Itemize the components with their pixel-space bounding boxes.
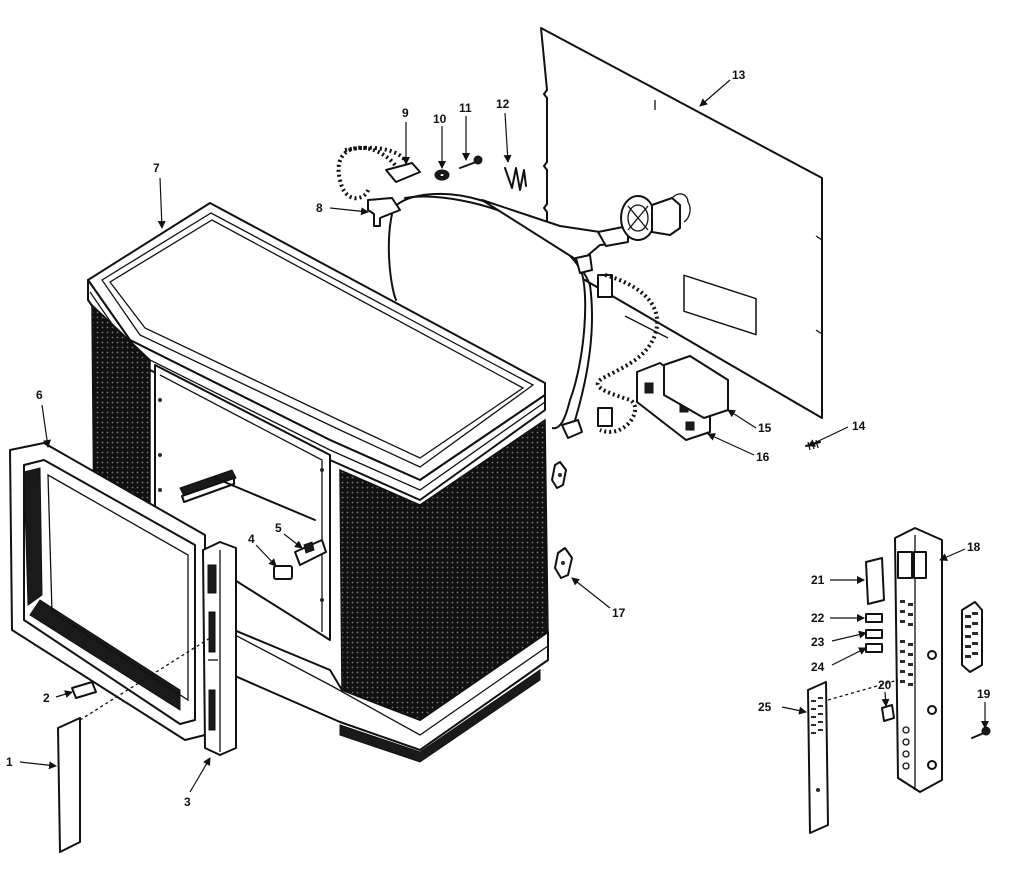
part-17-bracket xyxy=(551,461,573,579)
part-25-faceplate xyxy=(807,681,829,834)
callout-19: 19 xyxy=(977,687,991,701)
callout-12: 12 xyxy=(496,97,510,111)
part-12-spring xyxy=(504,167,527,191)
part-24-pad xyxy=(865,643,883,653)
callout-4: 4 xyxy=(248,532,255,546)
callout-20: 20 xyxy=(878,678,892,692)
part-19-screw xyxy=(971,726,991,739)
part-23-pad xyxy=(865,629,883,639)
part-8-bracket xyxy=(367,197,401,227)
back-cover-panel xyxy=(540,27,823,419)
callout-24: 24 xyxy=(811,660,825,674)
part-button-board xyxy=(961,601,983,673)
part-4-clip xyxy=(273,565,293,580)
part-5-bracket xyxy=(294,539,327,566)
callout-22: 22 xyxy=(811,611,825,625)
part-21-window xyxy=(865,557,885,605)
callout-leaders xyxy=(19,79,989,793)
callout-10: 10 xyxy=(433,112,447,126)
part-18-control-housing xyxy=(894,527,943,793)
callout-23: 23 xyxy=(811,635,825,649)
callout-21: 21 xyxy=(811,573,825,587)
part-22-pad xyxy=(865,613,883,623)
callout-25: 25 xyxy=(758,700,772,714)
callout-11: 11 xyxy=(459,101,472,115)
part-1-label-card xyxy=(57,717,81,853)
front-bezel xyxy=(9,442,206,741)
callout-5: 5 xyxy=(275,521,282,535)
callout-labels: 1 2 3 4 5 6 7 8 9 10 11 12 13 14 15 16 1… xyxy=(6,68,991,809)
callout-6: 6 xyxy=(36,388,43,402)
callout-1: 1 xyxy=(6,755,13,769)
control-strip xyxy=(202,541,237,756)
callout-8: 8 xyxy=(316,201,323,215)
callout-3: 3 xyxy=(184,795,191,809)
callout-15: 15 xyxy=(758,421,772,435)
callout-14: 14 xyxy=(852,419,866,433)
degaussing-coil xyxy=(336,145,397,201)
callout-7: 7 xyxy=(153,161,160,175)
deflection-yoke xyxy=(620,193,691,241)
callout-16: 16 xyxy=(756,450,770,464)
callout-18: 18 xyxy=(967,540,981,554)
part-11-screw xyxy=(459,155,483,169)
callout-13: 13 xyxy=(732,68,746,82)
part-9-clip xyxy=(385,162,421,183)
part-20-switch xyxy=(881,704,895,722)
callout-2: 2 xyxy=(43,691,50,705)
callout-17: 17 xyxy=(612,606,626,620)
picture-tube xyxy=(387,193,691,439)
part-2-foot xyxy=(71,681,97,699)
callout-9: 9 xyxy=(402,106,409,120)
